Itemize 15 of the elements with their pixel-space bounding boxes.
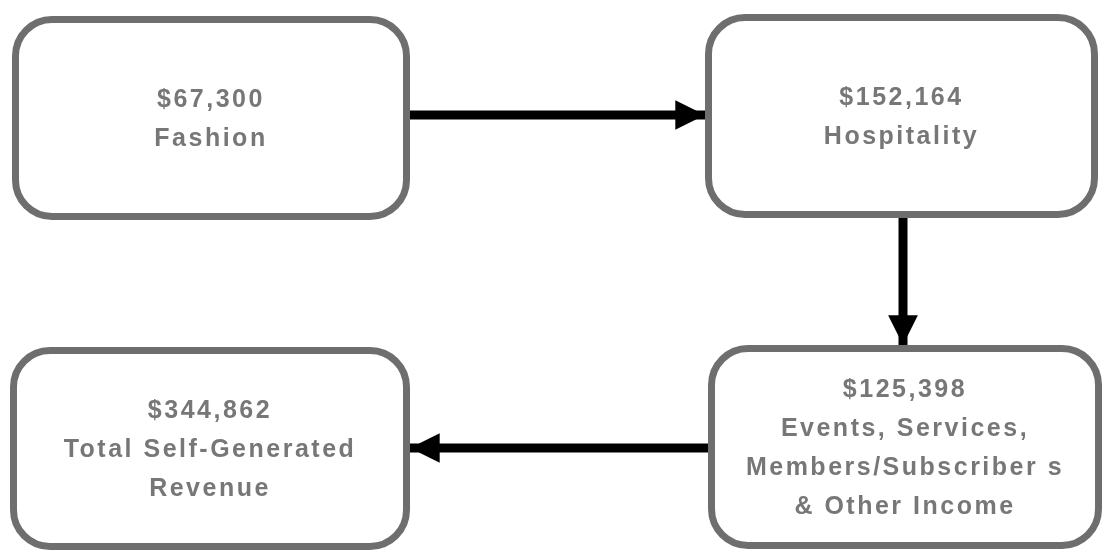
- process-box: [708, 345, 1102, 549]
- process-box: [705, 14, 1098, 218]
- amount-text: $344,862: [147, 394, 273, 425]
- amount-text: $125,398: [842, 373, 968, 404]
- amount-text: $152,164: [839, 81, 964, 112]
- category-label: Fashion: [154, 122, 268, 153]
- amount-text: $67,300: [157, 83, 265, 114]
- arrow: [410, 100, 705, 130]
- arrow: [888, 218, 918, 345]
- process-box: [12, 16, 410, 220]
- category-label: Events, Services, Members/Subscriber s & Other Income: [744, 412, 1066, 521]
- process-box: [10, 347, 410, 550]
- category-label: Hospitality: [823, 120, 980, 151]
- category-label: Total Self-Generated Revenue: [62, 433, 358, 503]
- arrow: [410, 433, 708, 463]
